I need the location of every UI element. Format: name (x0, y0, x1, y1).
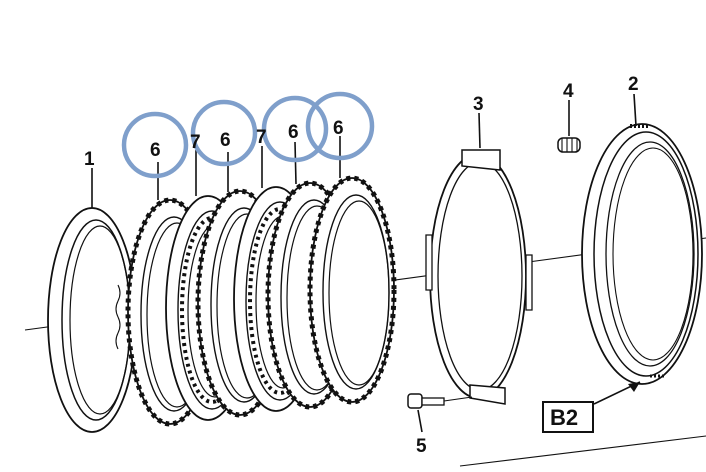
part-4-spring (557, 137, 581, 153)
callout-5: 5 (416, 436, 427, 457)
callout-3: 3 (473, 94, 484, 115)
leader-5 (417, 409, 423, 433)
highlight-circle-6a (121, 111, 189, 179)
callout-1: 1 (84, 149, 95, 170)
highlight-circle-6b (190, 99, 258, 167)
callout-7a: 7 (190, 132, 201, 153)
shaft-line (459, 435, 706, 467)
part-6-disc-d (310, 178, 394, 402)
callout-7b: 7 (256, 127, 267, 148)
callout-6a: 6 (150, 140, 161, 161)
callout-4: 4 (563, 81, 574, 102)
leader-3 (478, 112, 481, 149)
highlight-circle-6d (305, 91, 375, 161)
leader-6c (294, 141, 297, 185)
part-3-snap-ring (425, 149, 533, 405)
part-5-bolt (407, 393, 473, 409)
reference-b2: B2 (542, 381, 641, 433)
callout-2: 2 (628, 74, 639, 95)
callout-6b: 6 (220, 130, 231, 151)
callout-6c: 6 (288, 122, 299, 143)
highlight-circle-6c (261, 95, 329, 163)
callout-6d: 6 (333, 118, 344, 139)
leader-2 (633, 93, 637, 127)
part-2-piston (581, 123, 703, 385)
reference-b2-label: B2 (550, 405, 578, 430)
part-1-ring (47, 207, 137, 433)
reference-b2-box (542, 401, 594, 433)
